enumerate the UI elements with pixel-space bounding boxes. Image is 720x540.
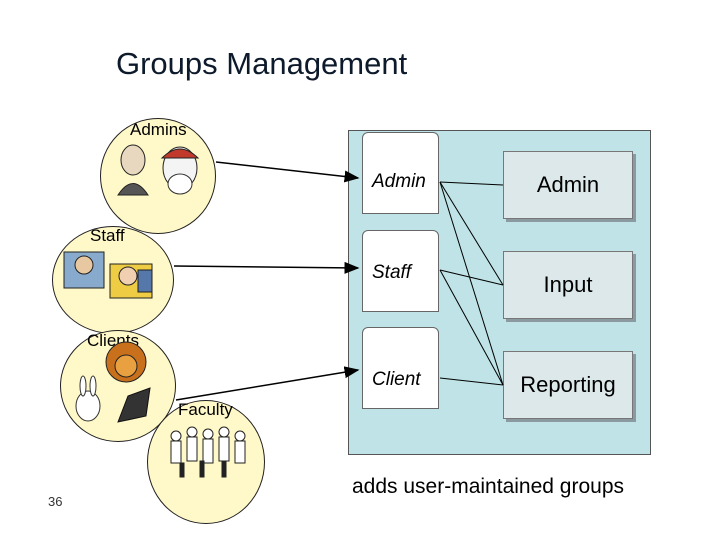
footnote-text: adds user-maintained groups (352, 475, 624, 498)
function-reporting-button: Reporting (503, 351, 633, 419)
link-admin-input (439, 181, 504, 286)
function-admin-button: Admin (503, 151, 633, 219)
link-staff-reporting (439, 269, 504, 386)
function-input-button: Input (503, 251, 633, 319)
admins-portrait-icon (117, 144, 200, 196)
page-title: Groups Management (116, 46, 408, 81)
clients-animals-icon (75, 341, 151, 423)
link-admin-reporting (439, 181, 504, 386)
role-client-label: Client (372, 369, 421, 390)
arrow-staff-to-staff (173, 261, 360, 274)
faculty-label: Faculty (178, 400, 233, 419)
link-admin-admin (439, 181, 504, 186)
link-client-reporting (439, 377, 504, 386)
role-box-admin (362, 132, 439, 214)
role-staff-label: Staff (372, 262, 412, 283)
admins-circle (100, 118, 216, 234)
role-box-client (362, 327, 439, 409)
staff-workers-icon (63, 251, 153, 299)
arrow-admins-to-admin (215, 161, 360, 183)
role-admin-label: Admin (372, 171, 426, 192)
staff-label: Staff (90, 226, 125, 245)
page-number: 36 (48, 494, 63, 509)
role-box-staff (362, 230, 439, 312)
link-staff-input (439, 269, 504, 286)
admins-label: Admins (130, 120, 187, 139)
function-reporting-label: Reporting (520, 372, 616, 397)
faculty-group-icon (170, 426, 246, 478)
function-input-label: Input (543, 272, 593, 297)
arrow-clients-to-client (175, 366, 360, 401)
function-admin-label: Admin (536, 172, 600, 197)
